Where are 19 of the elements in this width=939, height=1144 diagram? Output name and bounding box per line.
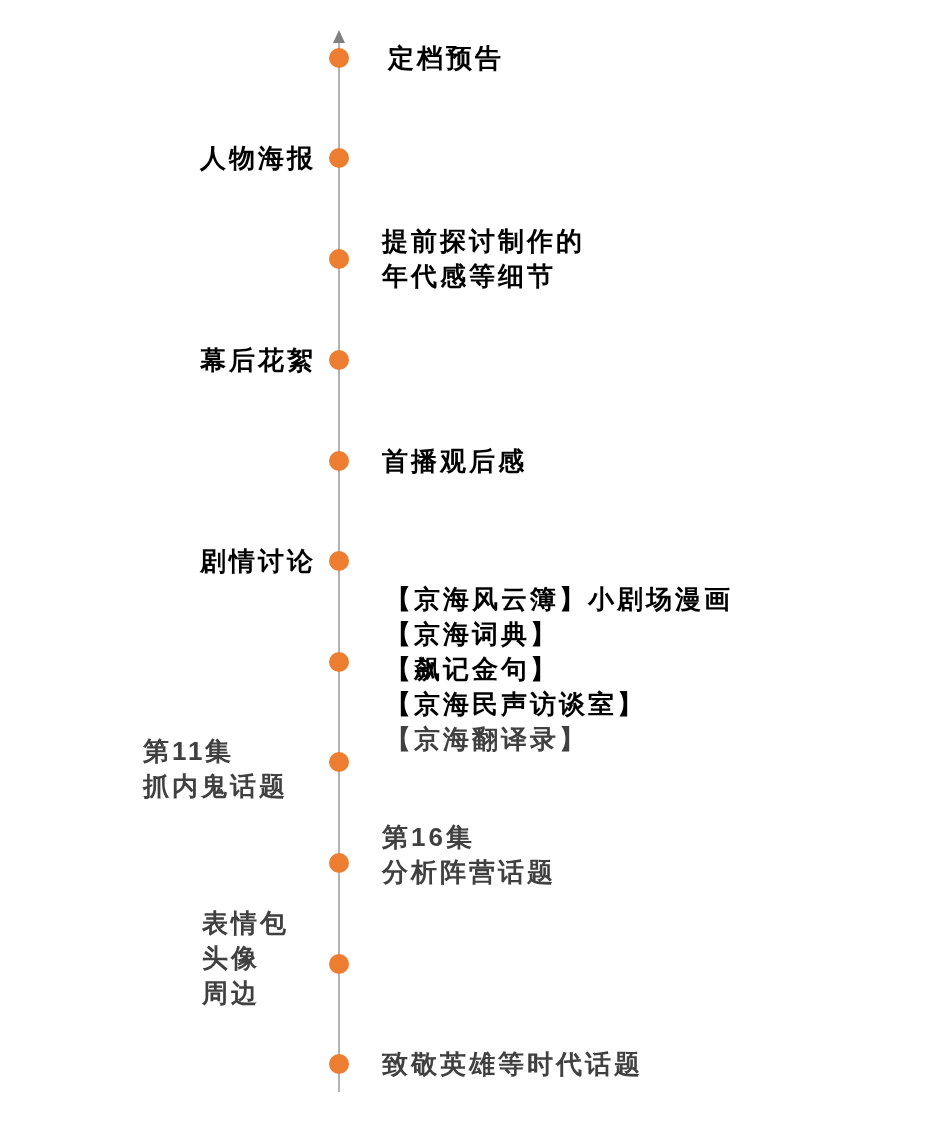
timeline-label: 抓内鬼话题 [143,770,288,803]
timeline-label: 周边 [202,977,260,1010]
timeline-label: 【京海翻译录】 [385,723,588,756]
timeline-label: 【京海民声访谈室】 [385,688,646,721]
timeline-label: 致敬英雄等时代话题 [382,1048,643,1081]
timeline-label: 分析阵营话题 [382,856,556,889]
timeline-label: 人物海报 [200,142,316,175]
timeline-label: 定档预告 [388,42,504,75]
timeline-label: 【飙记金句】 [385,653,559,686]
timeline-label: 【京海词典】 [385,618,559,651]
timeline-label: 提前探讨制作的年代感等细节 [382,225,586,293]
timeline-label: 表情包 [202,907,289,940]
timeline-label: 第11集 [143,735,235,768]
timeline-label: 首播观后感 [382,445,527,478]
timeline-label: 【京海风云簿】小剧场漫画 [385,583,733,616]
timeline-label: 幕后花絮 [200,344,316,377]
timeline-label: 头像 [202,942,260,975]
timeline-label: 第16集 [382,821,475,854]
timeline-label: 剧情讨论 [200,545,316,578]
